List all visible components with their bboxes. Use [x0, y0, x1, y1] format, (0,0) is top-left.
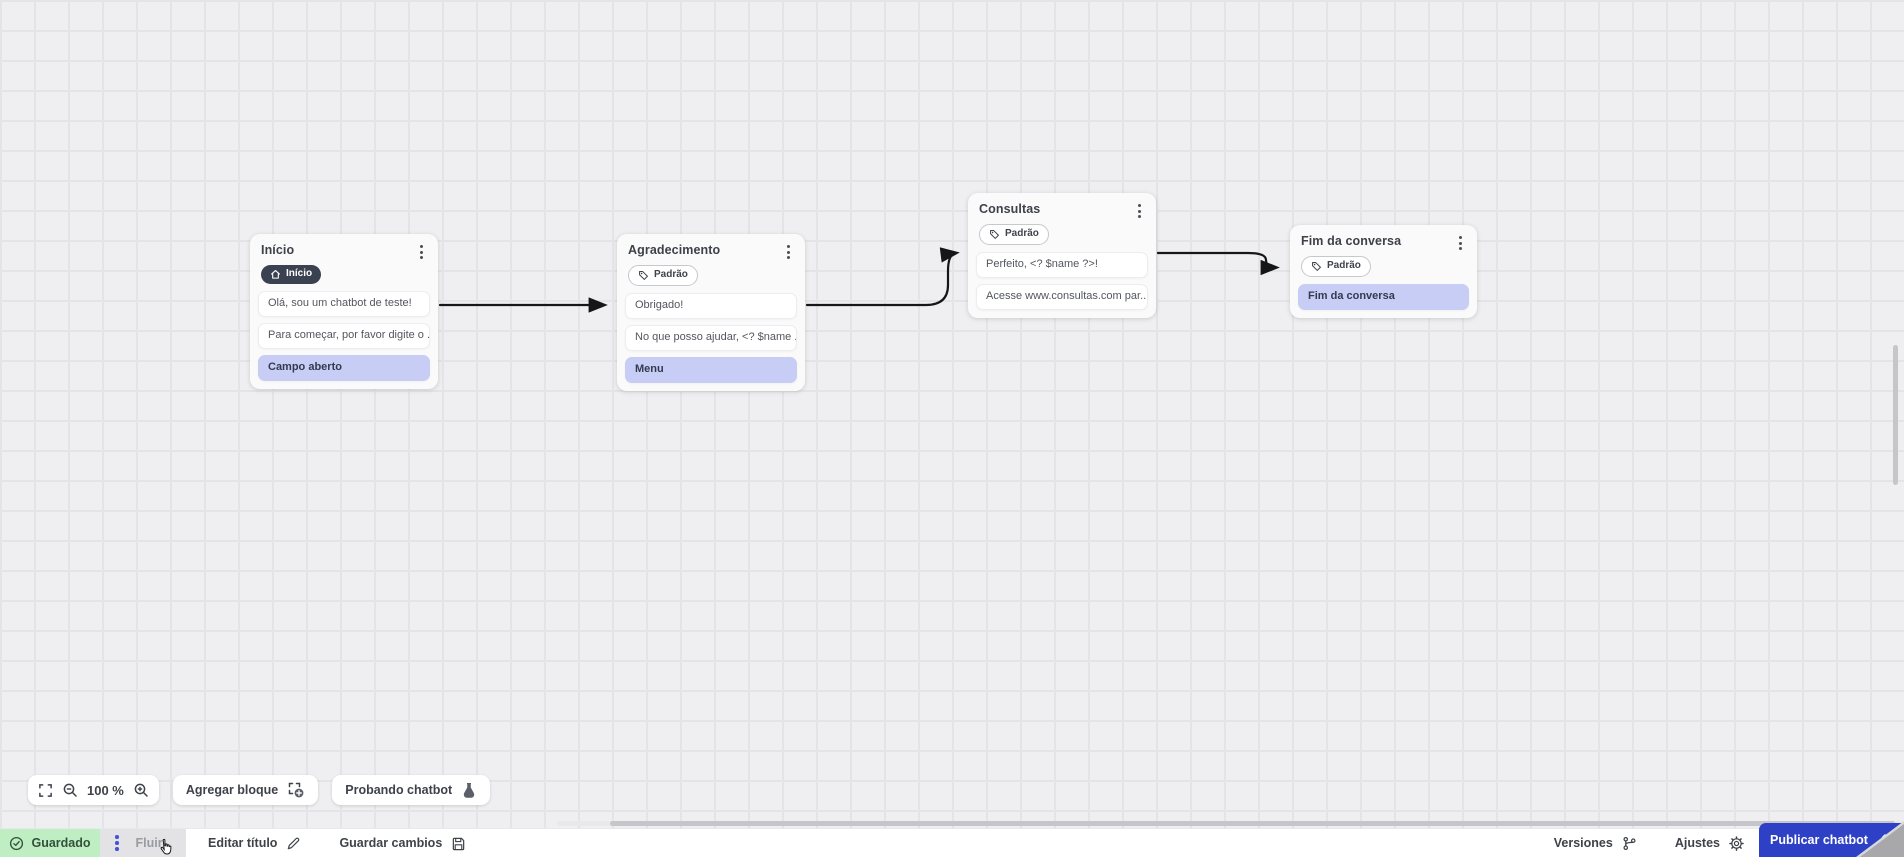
node-type-badge: Padrão [979, 224, 1049, 245]
node-title: Consultas [979, 202, 1040, 216]
settings-button[interactable]: Ajustes [1675, 836, 1744, 851]
zoom-out-icon[interactable] [62, 782, 78, 798]
flow-node-consultas[interactable]: Consultas Padrão Perfeito, <? $name ?>! … [968, 193, 1156, 318]
mouse-cursor [158, 838, 175, 858]
flask-icon [461, 782, 477, 798]
node-title: Início [261, 243, 294, 257]
tag-icon [638, 270, 649, 281]
tag-icon [1311, 261, 1322, 272]
statusbar-right-group: Versiones Ajustes [1554, 829, 1744, 857]
canvas-toolbar: 100 % Agregar bloque Probando chatbot [28, 775, 490, 805]
horizontal-scrollbar-thumb[interactable] [610, 821, 1895, 826]
add-block-icon [287, 781, 305, 799]
node-action-item[interactable]: Fim da conversa [1298, 284, 1469, 310]
check-circle-icon [9, 836, 24, 851]
flow-node-agradecimento[interactable]: Agradecimento Padrão Obrigado! No que po… [617, 234, 805, 391]
save-icon [451, 836, 466, 851]
node-message[interactable]: Para começar, por favor digite o ... [258, 323, 430, 349]
node-menu-icon[interactable] [1133, 202, 1146, 220]
flow-node-fim-da-conversa[interactable]: Fim da conversa Padrão Fim da conversa [1290, 225, 1477, 318]
flow-node-inicio[interactable]: Início Início Olá, sou um chatbot de tes… [250, 234, 438, 389]
versions-button[interactable]: Versiones [1554, 836, 1637, 851]
node-menu-icon[interactable] [1454, 234, 1467, 252]
node-type-badge: Padrão [628, 265, 698, 286]
node-action-item[interactable]: Campo aberto [258, 355, 430, 381]
node-menu-icon[interactable] [782, 243, 795, 261]
bottom-statusbar: Guardado Fluir Editar título Guardar cam… [0, 828, 1904, 857]
zoom-controls: 100 % [28, 775, 159, 805]
node-type-badge: Início [261, 265, 321, 284]
branch-icon [1622, 836, 1637, 851]
edge-agradecimento-consultas [807, 253, 956, 305]
node-message[interactable]: Olá, sou um chatbot de teste! [258, 291, 430, 317]
node-message[interactable]: Obrigado! [625, 293, 797, 319]
home-icon [270, 269, 281, 280]
node-type-badge: Padrão [1301, 256, 1371, 277]
node-message[interactable]: No que posso ajudar, <? $name ... [625, 325, 797, 351]
zoom-in-icon[interactable] [133, 782, 149, 798]
node-message[interactable]: Perfeito, <? $name ?>! [976, 252, 1148, 278]
node-title: Agradecimento [628, 243, 720, 257]
saved-status-badge: Guardado [0, 829, 100, 857]
fit-screen-icon[interactable] [38, 783, 53, 798]
zoom-level: 100 % [87, 783, 124, 798]
node-action-item[interactable]: Menu [625, 357, 797, 383]
test-chatbot-button[interactable]: Probando chatbot [332, 775, 490, 805]
node-menu-icon[interactable] [415, 243, 428, 261]
gear-icon [1729, 836, 1744, 851]
add-block-button[interactable]: Agregar bloque [173, 775, 318, 805]
drag-handle-icon[interactable] [111, 835, 123, 851]
node-title: Fim da conversa [1301, 234, 1401, 248]
node-message[interactable]: Acesse www.consultas.com par... [976, 284, 1148, 310]
save-changes-button[interactable]: Guardar cambios [339, 829, 466, 857]
pencil-icon [286, 836, 301, 851]
edit-title-button[interactable]: Editar título [208, 829, 301, 857]
vertical-scrollbar-thumb[interactable] [1893, 345, 1898, 485]
tag-icon [989, 229, 1000, 240]
window-resize-corner [1860, 824, 1904, 857]
edge-consultas-fim [1158, 253, 1276, 268]
